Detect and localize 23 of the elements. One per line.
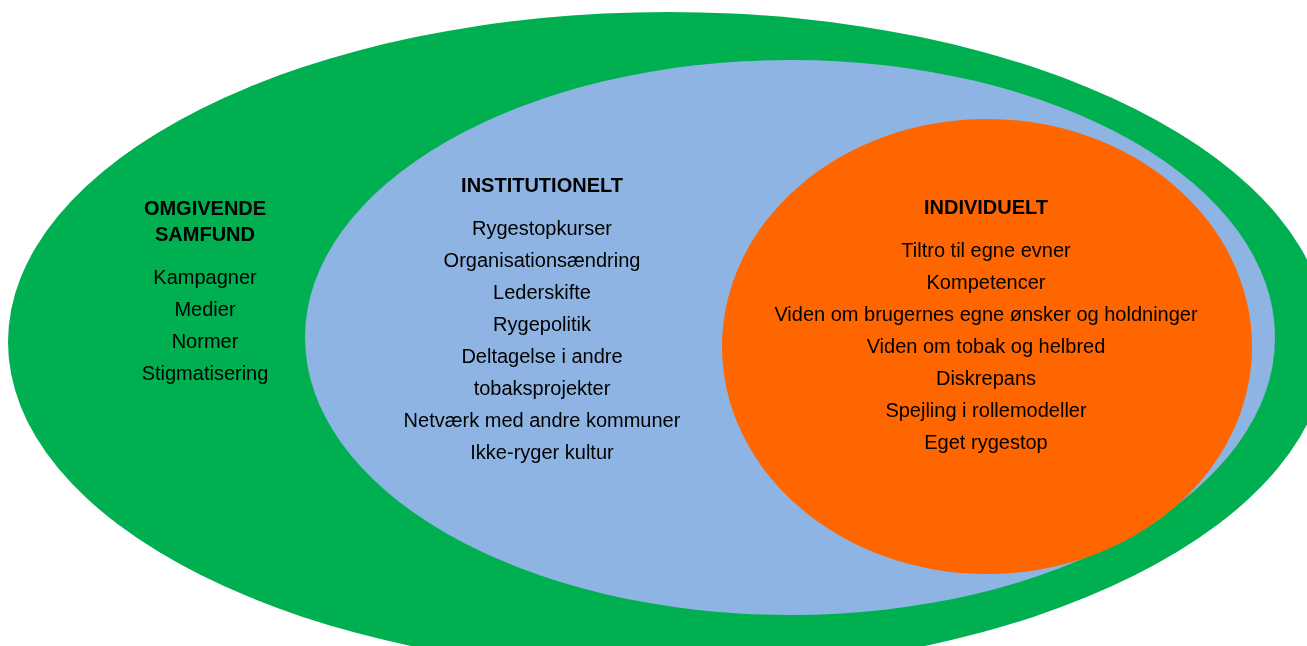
list-item-text: Rygestopkurser xyxy=(470,216,614,241)
list-item-text: Viden om tobak og helbred xyxy=(865,334,1107,359)
list-item-text: Deltagelse i andre tobaksprojekter xyxy=(460,344,624,401)
heading-text: INSTITUTIONELT xyxy=(460,173,624,198)
list-item-text: Lederskifte xyxy=(492,280,592,305)
list-item-text: Stigmatisering xyxy=(140,361,270,386)
list-item-text: Netværk med andre kommuner xyxy=(402,408,682,433)
list-item-text: Organisationsændring xyxy=(442,248,642,273)
list-item-text: Viden om brugernes egne ønsker og holdninger xyxy=(773,302,1199,327)
list-item-text: Tiltro til egne evner xyxy=(900,238,1072,263)
middle-ellipse xyxy=(305,60,1275,615)
list-item-text: Spejling i rollemodeller xyxy=(884,398,1088,423)
list-item-text: Kompetencer xyxy=(925,270,1047,295)
list-item-text: Rygepolitik xyxy=(492,312,592,337)
list-item-text: Diskrepans xyxy=(934,366,1037,391)
heading-text: INDIVIDUELT xyxy=(922,195,1050,220)
list-item-text: Ikke-ryger kultur xyxy=(469,440,615,465)
list-item-text: Medier xyxy=(173,297,237,322)
list-item-text: Normer xyxy=(170,329,240,354)
heading-text: OMGIVENDE SAMFUND xyxy=(142,196,268,247)
list-item-text: Kampagner xyxy=(152,265,258,290)
inner-ellipse xyxy=(722,119,1252,574)
list-item-text: Eget rygestop xyxy=(923,430,1049,455)
